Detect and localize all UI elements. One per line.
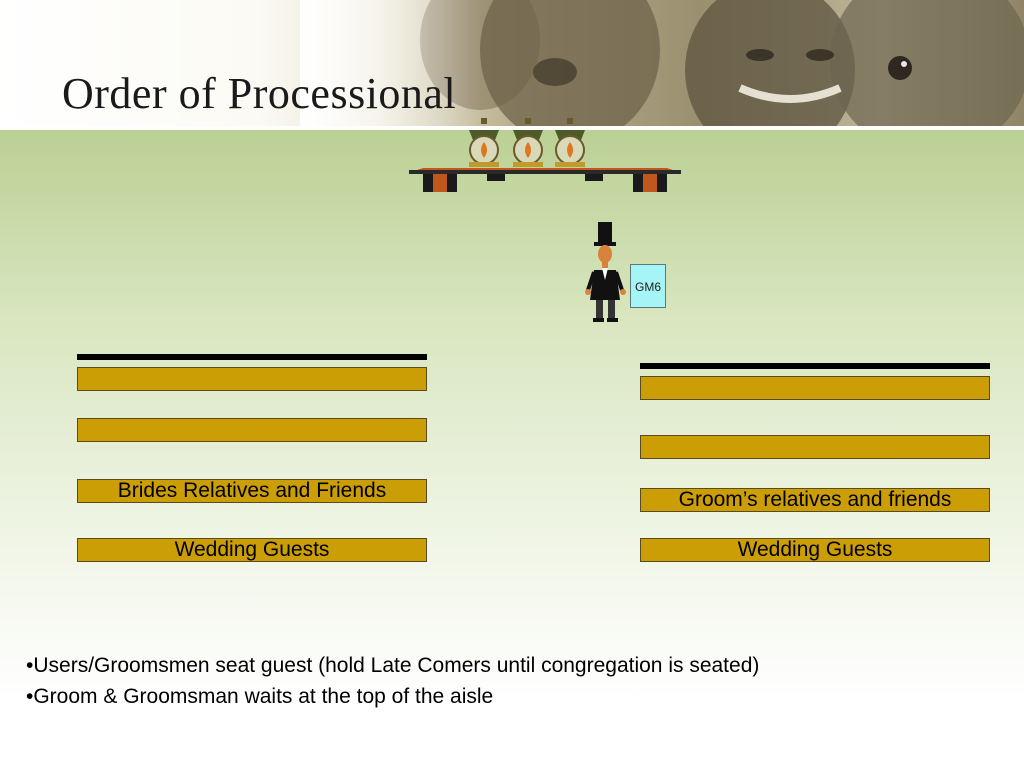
lantern-icon bbox=[513, 118, 543, 167]
right-front-line bbox=[640, 363, 990, 369]
notes-list: •Users/Groomsmen seat guest (hold Late C… bbox=[26, 650, 1006, 712]
left-pew-brides-relatives: Brides Relatives and Friends bbox=[77, 479, 427, 503]
right-pew-row-1 bbox=[640, 376, 990, 400]
altar-table-icon bbox=[409, 118, 681, 192]
right-pew-grooms-relatives: Groom’s relatives and friends bbox=[640, 488, 990, 512]
left-pew-row-2 bbox=[77, 418, 427, 442]
left-pew-wedding-guests: Wedding Guests bbox=[77, 538, 427, 562]
groom-figure-icon bbox=[585, 222, 626, 322]
header-banner bbox=[0, 0, 1024, 130]
note-item: •Users/Groomsmen seat guest (hold Late C… bbox=[26, 654, 760, 677]
lantern-icon bbox=[469, 118, 499, 167]
left-front-line bbox=[77, 354, 427, 360]
left-pew-row-1 bbox=[77, 367, 427, 391]
groomsman-box: GM6 bbox=[630, 264, 666, 308]
right-pew-wedding-guests: Wedding Guests bbox=[640, 538, 990, 562]
slide-title: Order of Processional bbox=[62, 69, 457, 118]
right-pew-row-2 bbox=[640, 435, 990, 459]
header-photo-collage bbox=[300, 0, 1024, 126]
lantern-icon bbox=[555, 118, 585, 167]
note-item: •Groom & Groomsman waits at the top of t… bbox=[26, 685, 494, 708]
header-divider bbox=[0, 126, 1024, 130]
